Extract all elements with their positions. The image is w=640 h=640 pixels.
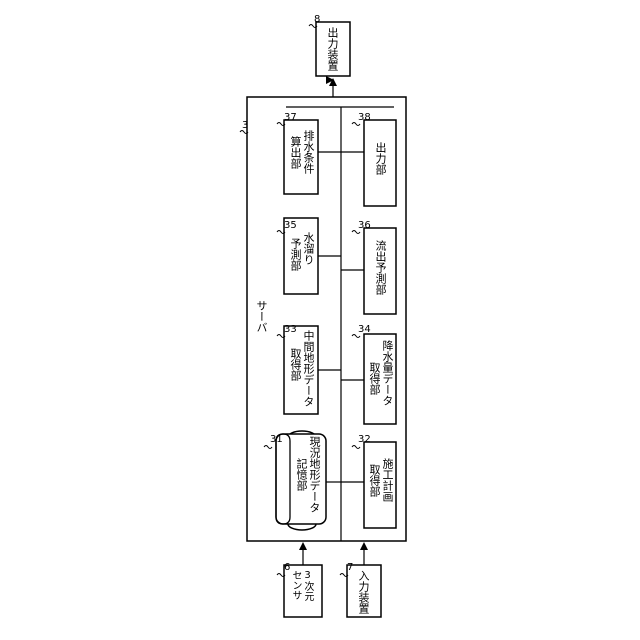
ref-36: 36	[358, 220, 371, 231]
sensor-label-line1: 3次元	[302, 570, 313, 601]
module-37-label-line2: 算出部	[289, 136, 302, 169]
module-33-label-line2: 取得部	[289, 348, 302, 381]
arrow-head-output	[329, 78, 337, 86]
module-37-label-line1: 排水条件	[302, 130, 315, 174]
output-device-label: 出力装置	[326, 27, 339, 71]
ref-31: 31	[270, 434, 283, 445]
ref-34: 34	[358, 324, 371, 335]
module-32-label-line2: 取得部	[368, 464, 381, 497]
module-33-label-line1: 中間地形データ	[302, 330, 315, 407]
input-device-label: 入力装置	[357, 570, 370, 614]
module-35-label-line1: 水溜り	[302, 232, 315, 265]
ref-38: 38	[358, 112, 371, 123]
module-34-label-line2: 取得部	[368, 362, 381, 395]
arrow-head-sensor	[299, 542, 307, 550]
module-38-label: 出力部	[374, 142, 387, 175]
ref-37: 37	[284, 112, 297, 123]
ref-server: 3	[242, 120, 248, 131]
module-31-label-line1: 現況地形データ	[308, 436, 321, 513]
ref-output-device: 8	[314, 14, 320, 25]
module-34-label-line1: 降水量データ	[381, 340, 394, 406]
module-31-label-line2: 記憶部	[295, 458, 308, 491]
ref-33: 33	[284, 324, 297, 335]
ref-35: 35	[284, 220, 297, 231]
module-32-label-line1: 施工計画	[381, 458, 394, 502]
ref-input-device: 7	[347, 562, 353, 573]
ref-32: 32	[358, 434, 371, 445]
module-35-label-line2: 予測部	[289, 238, 302, 271]
server-label: サーバ	[255, 300, 268, 333]
module-36-label: 流出予測部	[374, 240, 387, 295]
sensor-label-line2: センサ	[290, 570, 301, 600]
arrow-head-input	[360, 542, 368, 550]
